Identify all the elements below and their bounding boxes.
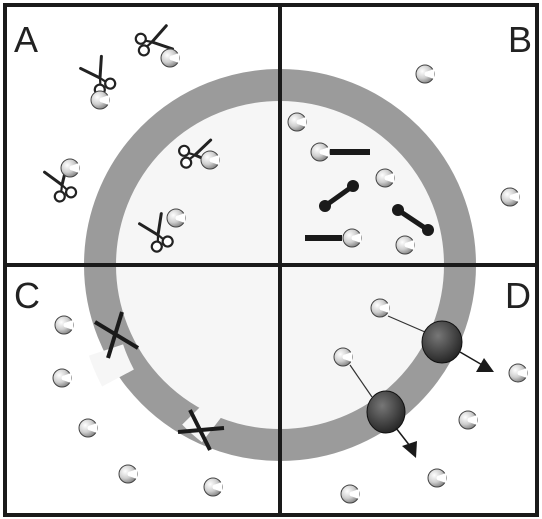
pacman-molecule-icon (61, 159, 79, 177)
pacman-molecule-icon (311, 143, 329, 161)
pacman-molecule-icon (55, 316, 73, 334)
pacman-molecule-icon (428, 469, 446, 487)
panel-label-d: D (505, 275, 531, 316)
pacman-molecule-icon (459, 411, 477, 429)
pacman-molecule-icon (91, 91, 109, 109)
pacman-molecule-icon (371, 299, 389, 317)
pacman-molecule-icon (204, 478, 222, 496)
pacman-molecule-icon (79, 419, 97, 437)
pacman-molecule-icon (201, 151, 219, 169)
panel-label-a: A (14, 19, 38, 60)
transporter-channel-icon (422, 321, 462, 363)
pacman-molecule-icon (341, 485, 359, 503)
panel-label-c: C (14, 275, 40, 316)
pacman-molecule-icon (119, 465, 137, 483)
transporter-channel-icon (367, 391, 405, 433)
pacman-molecule-icon (509, 364, 527, 382)
pacman-molecule-icon (416, 65, 434, 83)
pacman-molecule-icon (161, 49, 179, 67)
pacman-molecule-icon (396, 236, 414, 254)
panel-label-b: B (508, 19, 532, 60)
pacman-molecule-icon (167, 209, 185, 227)
pacman-molecule-icon (334, 348, 352, 366)
pacman-molecule-icon (376, 169, 394, 187)
pacman-molecule-icon (53, 369, 71, 387)
pacman-molecule-icon (288, 113, 306, 131)
pacman-molecule-icon (501, 188, 519, 206)
pacman-molecule-icon (343, 229, 361, 247)
